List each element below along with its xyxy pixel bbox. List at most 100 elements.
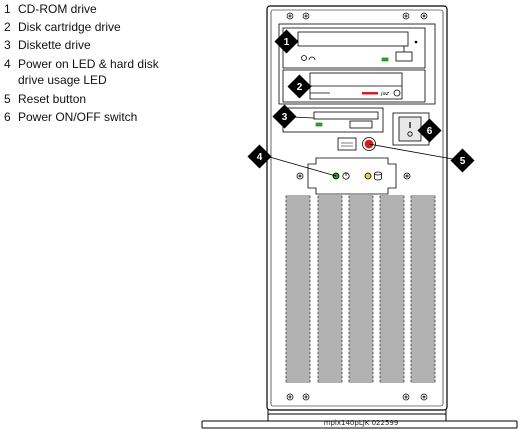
vent-slot [379,339,405,343]
vent-slot [379,363,405,367]
vent-slot [379,211,405,215]
vent-slot [348,239,374,243]
vent-slot [410,311,436,315]
vent-slot [285,247,311,251]
vent-slot [379,259,405,263]
vent-slot [285,327,311,331]
vent-slot [285,203,311,207]
legend-label: drive usage LED [18,73,107,87]
vent-slot [379,251,405,255]
vent-slot [285,319,311,323]
vent-slot [317,251,343,255]
vent-slot [285,211,311,215]
vent-slot [379,215,405,219]
vent-slot [348,203,374,207]
vent-slot [410,227,436,231]
legend-label: Disk cartridge drive [18,20,121,34]
vent-slot [285,303,311,307]
legend-label: Power ON/OFF switch [18,110,138,124]
vent-slot [285,243,311,247]
vent-slot [317,367,343,371]
vent-slot [317,199,343,203]
vent-slot [410,331,436,335]
vent-slot [348,251,374,255]
vent-slot [348,359,374,363]
vent-slot [379,295,405,299]
vent-slot [317,219,343,223]
vent-slot [379,271,405,275]
vent-slot [317,299,343,303]
vent-slot [379,351,405,355]
vent-slot [348,211,374,215]
vent-slot [285,367,311,371]
vent-slot [348,363,374,367]
power-switch [392,112,430,146]
vent-slot [410,295,436,299]
vent-slot [379,267,405,271]
vent-slot [317,211,343,215]
vent-slot [285,235,311,239]
vent-slot [285,195,311,199]
vent-slot [285,239,311,243]
vent-slot [317,275,343,279]
vent-slot [348,299,374,303]
vent-slot [410,319,436,323]
vent-slot [379,299,405,303]
vent-slot [285,231,311,235]
vent-slot [317,255,343,259]
vent-slot [285,283,311,287]
callout-6: 6 [417,118,442,143]
vent-slot [410,279,436,283]
vent-slot [317,331,343,335]
vent-slot [285,223,311,227]
vent-grill [285,195,436,383]
vent-slot [379,343,405,347]
vent-slot [317,343,343,347]
vent-slot [410,263,436,267]
vent-slot [317,291,343,295]
vent-slot [410,247,436,251]
vent-slot [348,259,374,263]
vent-slot [317,307,343,311]
vent-slot [317,247,343,251]
vent-slot [317,287,343,291]
vent-slot [317,359,343,363]
legend-label: Power on LED & hard disk [18,57,159,71]
vent-slot [317,327,343,331]
vent-slot [285,215,311,219]
vent-slot [410,231,436,235]
vent-slot [285,343,311,347]
callout-5-number: 5 [460,156,466,167]
vent-slot [379,287,405,291]
legend-number: 3 [4,38,11,52]
vent-slot [285,299,311,303]
vent-slot [317,379,343,383]
vent-slot [379,355,405,359]
vent-slot [285,287,311,291]
vent-slot [379,327,405,331]
vent-slot [348,343,374,347]
vent-slot [379,223,405,227]
vent-slot [285,355,311,359]
legend-number: 2 [4,20,11,34]
vent-slot [410,343,436,347]
callout-4-number: 4 [257,152,263,163]
vent-slot [348,267,374,271]
vent-slot [379,227,405,231]
vent-slot [379,219,405,223]
vent-slot [410,275,436,279]
vent-slot [379,247,405,251]
vent-slot [317,267,343,271]
callout-2: 2 [287,74,312,99]
vent-slot [379,283,405,287]
hdd-led [364,172,372,180]
vent-slot [348,243,374,247]
vent-slot [317,351,343,355]
vent-slot [317,311,343,315]
vent-slot [379,315,405,319]
vent-slot [348,275,374,279]
screw-icon [286,393,428,401]
vent-slot [285,199,311,203]
vent-slot [379,303,405,307]
